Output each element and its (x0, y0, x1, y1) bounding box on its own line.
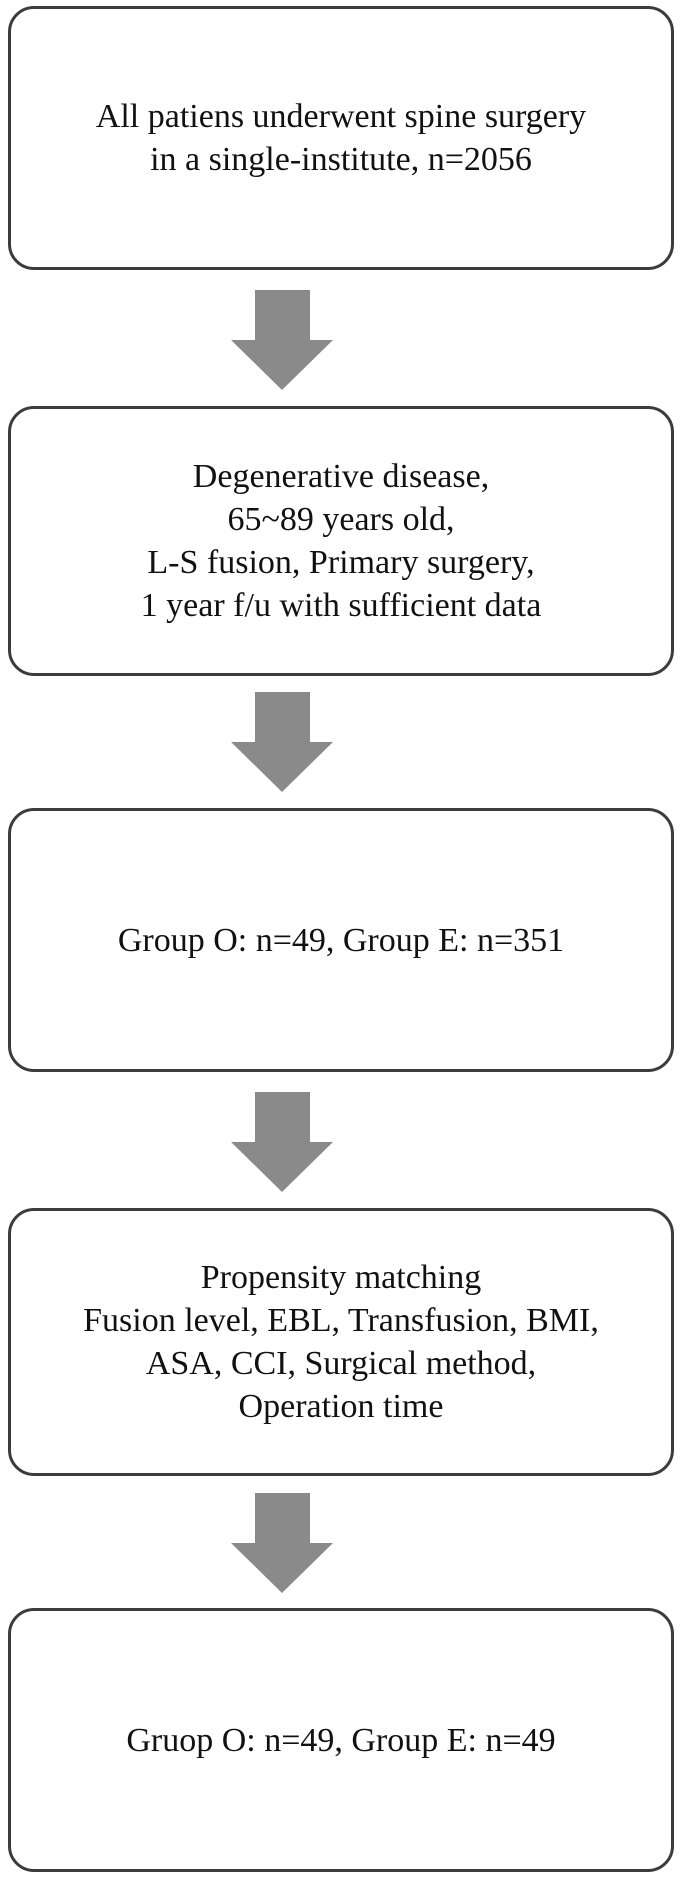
step-text: Operation time (238, 1388, 444, 1425)
step-text: Degenerative disease, (192, 458, 490, 495)
step-box-propensity-matching: Propensity matching Fusion level, EBL, T… (8, 1208, 674, 1476)
step-text: L-S fusion, Primary surgery, (147, 544, 535, 581)
step-text: 65~89 years old, (227, 501, 455, 538)
step-text: Propensity matching (200, 1259, 482, 1296)
step-text: Fusion level, EBL, Transfusion, BMI, (83, 1302, 599, 1339)
step-box-inclusion-criteria: Degenerative disease, 65~89 years old, L… (8, 406, 674, 676)
step-text: All patiens underwent spine surgery (95, 98, 587, 135)
step-box-all-patients: All patiens underwent spine surgery in a… (8, 6, 674, 270)
step-text: in a single-institute, n=2056 (150, 141, 532, 178)
down-arrow-icon (0, 290, 682, 390)
step-text: 1 year f/u with sufficient data (140, 587, 542, 624)
down-arrow-icon (0, 1092, 682, 1192)
down-arrow-icon (0, 1493, 682, 1593)
step-box-matched-groups: Gruop O: n=49, Group E: n=49 (8, 1608, 674, 1872)
step-text: Group O: n=49, Group E: n=351 (117, 921, 565, 959)
step-text: ASA, CCI, Surgical method, (145, 1345, 537, 1382)
step-text: Gruop O: n=49, Group E: n=49 (126, 1721, 556, 1759)
step-box-groups: Group O: n=49, Group E: n=351 (8, 808, 674, 1072)
down-arrow-icon (0, 692, 682, 792)
